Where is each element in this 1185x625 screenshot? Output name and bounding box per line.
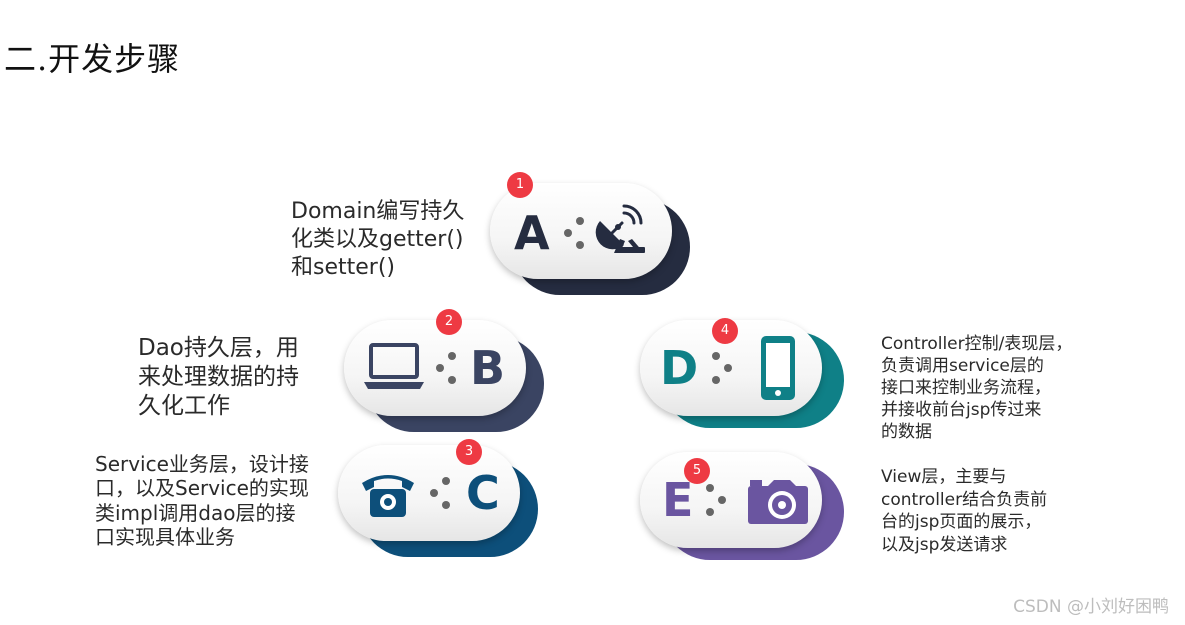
step-d-pill: D 4 [640, 318, 845, 432]
step-e-line: View层，主要与 [881, 467, 1007, 487]
step-e-pill: E 5 [640, 452, 845, 564]
chevron-dots-icon [436, 352, 456, 384]
step-b-badge: 2 [436, 309, 462, 335]
step-c-line: 口，以及Service的实现 [95, 476, 309, 501]
step-b-line: 来处理数据的持 [138, 364, 299, 391]
satellite-dish-icon [595, 204, 645, 253]
step-c-letter: C [466, 466, 500, 520]
step-b-description: Dao持久层，用 来处理数据的持 久化工作 [138, 334, 299, 422]
step-d-line: 接口来控制业务流程， [881, 378, 1051, 399]
step-a-badge: 1 [507, 172, 533, 198]
step-d-badge: 4 [712, 318, 738, 344]
page-title: 二.开发步骤 [4, 40, 181, 78]
telephone-icon [362, 475, 414, 517]
step-e-line: 台的jsp页面的展示， [881, 512, 1042, 533]
step-a-line: 和setter() [291, 254, 395, 280]
step-d-line: 负责调用service层的 [881, 356, 1044, 377]
step-d-letter: D [660, 341, 699, 395]
step-b-letter: B [470, 341, 506, 395]
step-e-description: View层，主要与 controller结合负责前 台的jsp页面的展示， 以及… [881, 466, 1047, 556]
watermark: CSDN @小刘好困鸭 [1013, 597, 1169, 617]
chevron-dots-icon [430, 477, 450, 509]
step-a-letter: A [514, 206, 550, 260]
laptop-icon [364, 343, 424, 389]
step-a-pill: A 1 [490, 172, 695, 295]
step-d-description: Controller控制/表现层， 负责调用service层的 接口来控制业务流… [881, 333, 1072, 443]
step-d-line: 的数据 [881, 422, 932, 443]
step-b-line: Dao持久层，用 [138, 335, 299, 361]
step-c-badge: 3 [456, 439, 482, 465]
step-a-description: Domain编写持久 化类以及getter() 和setter() [291, 198, 464, 282]
step-d-line: 并接收前台jsp传过来 [881, 400, 1042, 421]
step-c-line: Service业务层，设计接 [95, 452, 309, 476]
chevron-dots-icon [564, 217, 584, 249]
chevron-dots-icon [706, 484, 726, 516]
step-c-pill: C 3 [338, 439, 543, 557]
camera-icon [748, 480, 808, 524]
step-c-description: Service业务层，设计接 口，以及Service的实现 类impl调用dao… [95, 452, 309, 550]
step-b-pill: B 2 [344, 309, 549, 432]
chevron-dots-icon [712, 352, 732, 384]
step-e-line: controller结合负责前 [881, 489, 1048, 510]
step-c-line: 类impl调用dao层的接 [95, 500, 296, 525]
step-e-badge: 5 [684, 458, 710, 484]
step-e-letter: E [662, 473, 694, 527]
step-d-line: Controller控制/表现层， [881, 334, 1073, 354]
step-a-line: Domain编写持久 [291, 199, 465, 224]
step-a-line: 化类以及getter() [291, 226, 464, 252]
step-c-line: 口实现具体业务 [95, 525, 235, 550]
smartphone-icon [761, 336, 795, 400]
step-e-line: 以及jsp发送请求 [881, 534, 1008, 555]
step-b-line: 久化工作 [138, 393, 230, 420]
